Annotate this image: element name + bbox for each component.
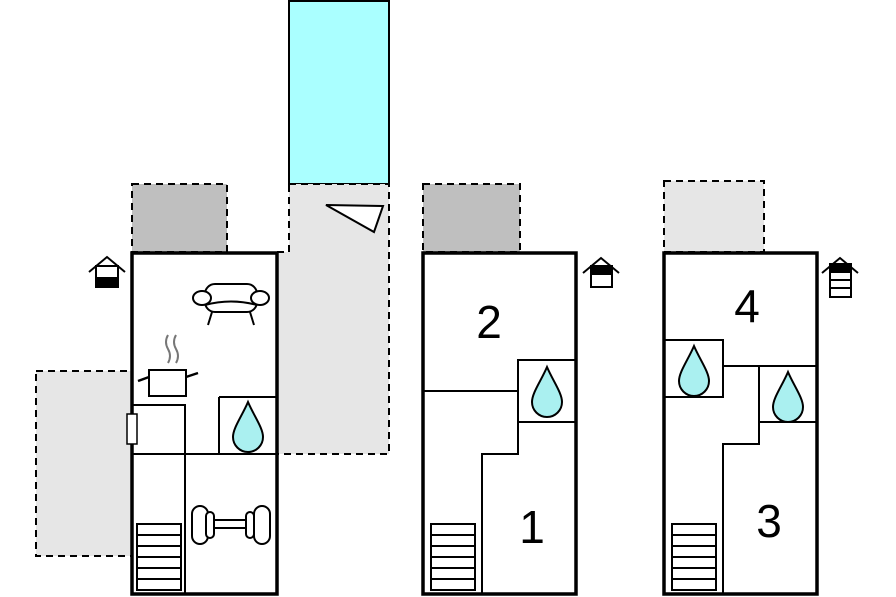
balcony-top — [663, 180, 765, 253]
bathroom-drop-icon — [231, 399, 265, 453]
second-floor-walls — [662, 251, 819, 596]
room-number: 4 — [734, 280, 760, 332]
pool-triangle-icon — [325, 204, 385, 234]
first-floor-walls — [421, 251, 578, 596]
floor-indicator-icon — [88, 255, 126, 288]
cooking-pot-icon — [137, 334, 199, 397]
terrace-top — [131, 183, 228, 253]
stairs-icon — [430, 523, 476, 591]
second-floor: 4 3 — [662, 180, 859, 596]
swimming-pool — [288, 0, 390, 185]
ground-floor — [35, 0, 390, 596]
first-floor: 2 1 — [421, 183, 620, 596]
terrace-left — [35, 370, 133, 557]
stairs-icon — [671, 523, 717, 591]
floor-indicator-icon — [821, 256, 859, 298]
sofa-icon — [192, 283, 270, 326]
first-interior-walls — [423, 359, 577, 594]
floor-indicator-icon — [582, 256, 620, 288]
room-number: 1 — [519, 501, 545, 553]
bathroom-drop-icon — [771, 369, 805, 423]
entrance-door — [126, 413, 138, 445]
ground-interior-walls — [132, 396, 277, 594]
room-number: 2 — [476, 296, 502, 348]
stairs-icon — [136, 523, 182, 591]
bathroom-drop-icon — [677, 343, 711, 397]
balcony-top — [422, 183, 521, 253]
fitness-dumbbell-icon — [191, 505, 271, 545]
bathroom-drop-icon — [530, 364, 564, 418]
room-number: 3 — [756, 495, 782, 547]
